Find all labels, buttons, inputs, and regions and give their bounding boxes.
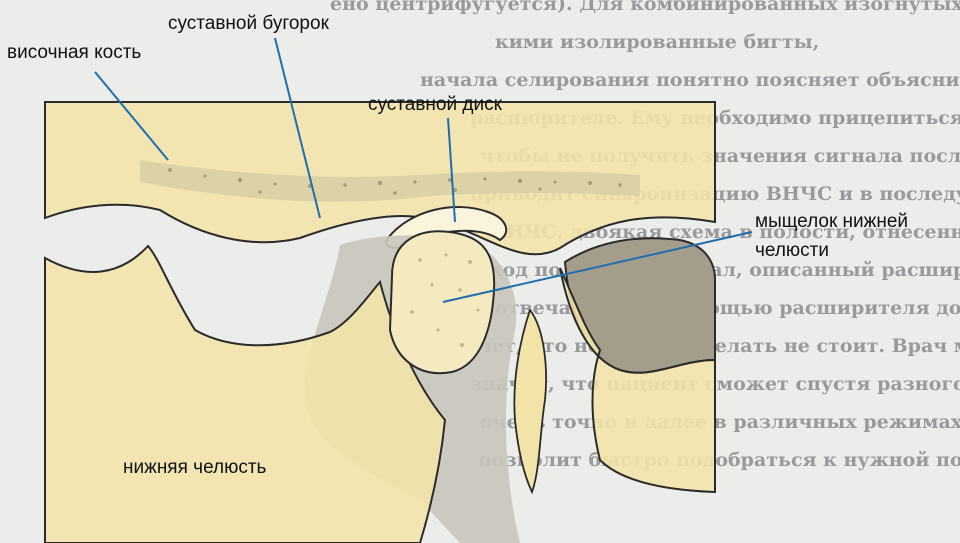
label-articular-disc: суставной диск <box>368 94 503 115</box>
label-articular-tubercle: суставной бугорок <box>168 13 330 34</box>
bg-text-line: отвечает рот с помощью расширителя до мо… <box>495 297 960 319</box>
label-temporal-bone: височная кость <box>7 42 141 63</box>
label-mandible: нижняя челюсть <box>123 457 267 478</box>
bg-text-line: чет, что нормально делать не стоит. Врач… <box>478 335 960 357</box>
mandibular-condyle <box>390 231 494 373</box>
label-condyle-line1: мыщелок нижней <box>755 211 908 232</box>
bg-text-line: ено центрифугуется). Для комбинированных… <box>330 0 960 15</box>
label-condyle-line2: челюсти <box>755 240 829 261</box>
bg-text-line: начала селирования понятно поясняет объя… <box>420 69 960 91</box>
bg-text-line: очень точно и далее в различных режимах,… <box>480 411 960 433</box>
bg-text-line: позволит быстро подобраться к нужной поз… <box>478 449 960 471</box>
bg-text-line: кими изолированные бигты, <box>495 31 819 53</box>
